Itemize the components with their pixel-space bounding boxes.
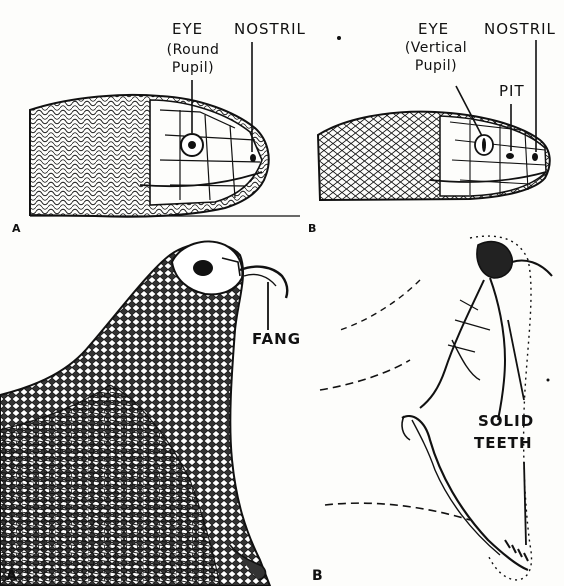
- nostril-label-left: NOSTRIL: [234, 22, 306, 37]
- nostril-icon: [532, 153, 538, 161]
- solid-teeth-label-1: SOLID: [478, 414, 534, 429]
- nostril-icon: [250, 154, 256, 162]
- fang-label: FANG: [252, 332, 301, 347]
- pupil-label-left-2: Pupil): [158, 61, 228, 75]
- pupil-label-right-2: Pupil): [390, 59, 482, 73]
- pupil-label-right-1: (Vertical: [390, 41, 482, 55]
- fang-icon: [240, 267, 287, 298]
- eye-label-left: EYE: [172, 22, 203, 37]
- panel-letter-top-a: A: [12, 222, 21, 235]
- pupil-label-left-1: (Round: [158, 43, 228, 57]
- pit-label: PIT: [499, 84, 525, 99]
- panel-letter-bottom-b: B: [312, 568, 323, 584]
- solid-teeth-label-2: TEETH: [474, 436, 533, 451]
- panel-letter-bottom-a: A: [6, 568, 17, 584]
- nostril-label-right: NOSTRIL: [484, 22, 556, 37]
- pit-icon: [506, 153, 514, 159]
- panel-letter-top-b: B: [308, 222, 316, 235]
- fanged-head-drawing: [0, 241, 287, 586]
- eye-label-right: EYE: [418, 22, 449, 37]
